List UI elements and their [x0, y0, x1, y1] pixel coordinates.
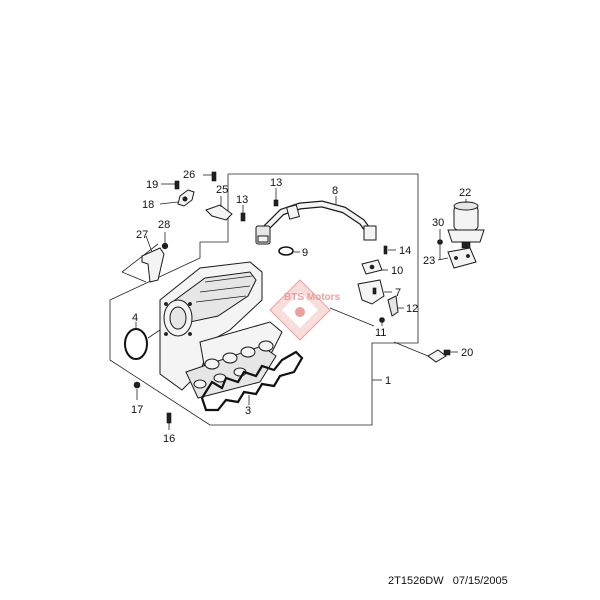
callout-8: 8 — [332, 185, 338, 197]
gasket-3 — [200, 350, 304, 412]
callout-12: 12 — [406, 303, 418, 315]
callout-11: 11 — [375, 327, 386, 339]
diagram-footer: 2T1526DW 07/15/2005 — [388, 575, 514, 587]
callout-13a: 13 — [236, 194, 248, 206]
callout-22: 22 — [459, 187, 471, 199]
intake-manifold — [159, 261, 283, 399]
bolt-13-left — [240, 205, 246, 222]
bolt-14 — [383, 245, 396, 255]
callout-20: 20 — [461, 347, 473, 359]
callout-27: 27 — [136, 229, 148, 241]
leader-11 — [329, 307, 375, 327]
watermark-logo: BTS Motors — [269, 279, 341, 341]
bolt-19 — [161, 180, 180, 190]
nut-28 — [161, 232, 169, 250]
gasket-10 — [361, 259, 388, 275]
connector-13 — [255, 188, 279, 245]
callout-14: 14 — [399, 245, 411, 257]
diagram-code: 2T1526DW — [388, 575, 444, 587]
bolt-26 — [203, 171, 217, 182]
egr-valve-22 — [447, 199, 485, 249]
nut-17 — [133, 381, 141, 400]
bracket-27 — [121, 235, 165, 283]
o-ring-9 — [278, 246, 300, 256]
callout-10: 10 — [391, 265, 403, 277]
callout-19: 19 — [146, 179, 158, 191]
gasket-23 — [437, 245, 477, 269]
callout-7: 7 — [395, 287, 401, 299]
callout-9: 9 — [302, 247, 308, 259]
callout-1: 1 — [385, 375, 391, 387]
callout-28: 28 — [158, 219, 170, 231]
bracket-25 — [205, 196, 233, 221]
callout-26: 26 — [183, 169, 195, 181]
adapter-7 — [357, 279, 392, 305]
bracket-12 — [387, 295, 404, 317]
bolt-11 — [379, 317, 385, 326]
o-ring-4 — [124, 322, 161, 360]
callout-18: 18 — [142, 199, 154, 211]
egr-pipe-8 — [258, 196, 377, 241]
assembly-outline — [109, 173, 419, 426]
callout-13b: 13 — [270, 177, 282, 189]
diagram-date: 07/15/2005 — [452, 575, 508, 587]
callout-23: 23 — [423, 255, 435, 267]
callout-25: 25 — [216, 184, 228, 196]
callout-3: 3 — [245, 405, 251, 417]
stud-16 — [166, 412, 172, 430]
callout-4: 4 — [132, 312, 138, 324]
bracket-18 — [159, 189, 195, 207]
callout-16: 16 — [163, 433, 175, 445]
nut-30 — [437, 229, 443, 245]
sensor-20 — [393, 341, 458, 363]
callout-30: 30 — [432, 217, 444, 229]
watermark-text: BTS Motors — [284, 292, 341, 303]
callout-17: 17 — [131, 404, 143, 416]
